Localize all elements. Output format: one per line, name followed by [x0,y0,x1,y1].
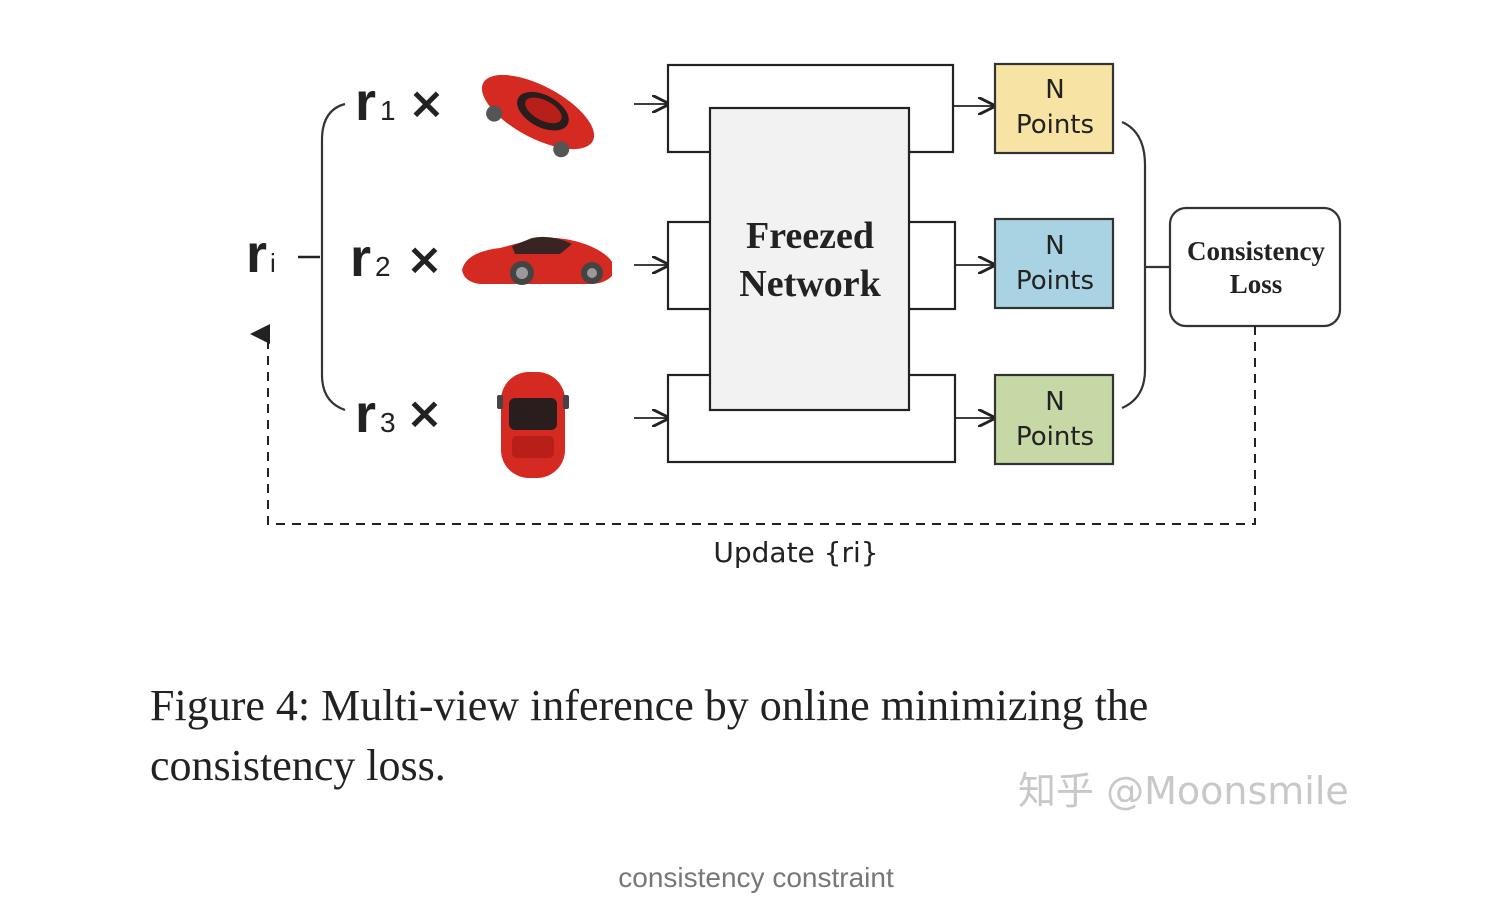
svg-text:N: N [1045,387,1064,417]
update-feedback-arrow [250,324,1256,525]
loss-label-line1: Consistency [1187,236,1326,266]
svg-text:N: N [1045,75,1064,105]
svg-text:×: × [408,78,445,129]
network-label-line1: Freezed [746,215,874,257]
svg-text:3: 3 [380,407,396,438]
network-label-line2: Network [739,263,881,305]
method-diagram: r i r 1 × r 2 × r 3 × [246,62,1342,569]
output-bracket [1121,120,1147,410]
update-label: Update {ri} [713,536,878,569]
output-points-2: N Points [993,217,1115,310]
svg-text:Points: Points [1016,110,1094,140]
svg-text:Points: Points [1016,422,1094,452]
loss-label-line2: Loss [1230,269,1283,299]
freezed-network-box [708,106,911,412]
svg-text:r: r [350,228,371,288]
watermark: 知乎 @Moonsmile [1018,769,1349,813]
car-view-1-icon [481,74,595,158]
figure-caption: Figure 4: Multi-view inference by online… [150,681,1149,790]
ri-subscript: i [270,248,276,278]
svg-text:r: r [355,384,376,444]
consistency-loss-box [1168,206,1342,328]
svg-text:1: 1 [380,95,396,126]
svg-text:×: × [406,234,443,285]
ri-label: r i [246,224,276,284]
rotation-label-3: r 3 × [355,384,443,444]
output-points-3: N Points [993,373,1115,466]
svg-text:×: × [406,388,443,439]
rotation-bracket [320,102,346,412]
svg-text:2: 2 [375,251,391,282]
rotation-label-2: r 2 × [350,228,443,288]
rotation-label-1: r 1 × [355,72,445,132]
svg-text:r: r [355,72,376,132]
svg-text:N: N [1045,231,1064,261]
ri-symbol: r [246,224,267,284]
car-view-3-icon [497,372,569,478]
car-view-2-icon [462,236,612,285]
svg-text:Points: Points [1016,266,1094,296]
output-points-1: N Points [993,62,1115,155]
image-footer-label: consistency constraint [618,862,894,893]
